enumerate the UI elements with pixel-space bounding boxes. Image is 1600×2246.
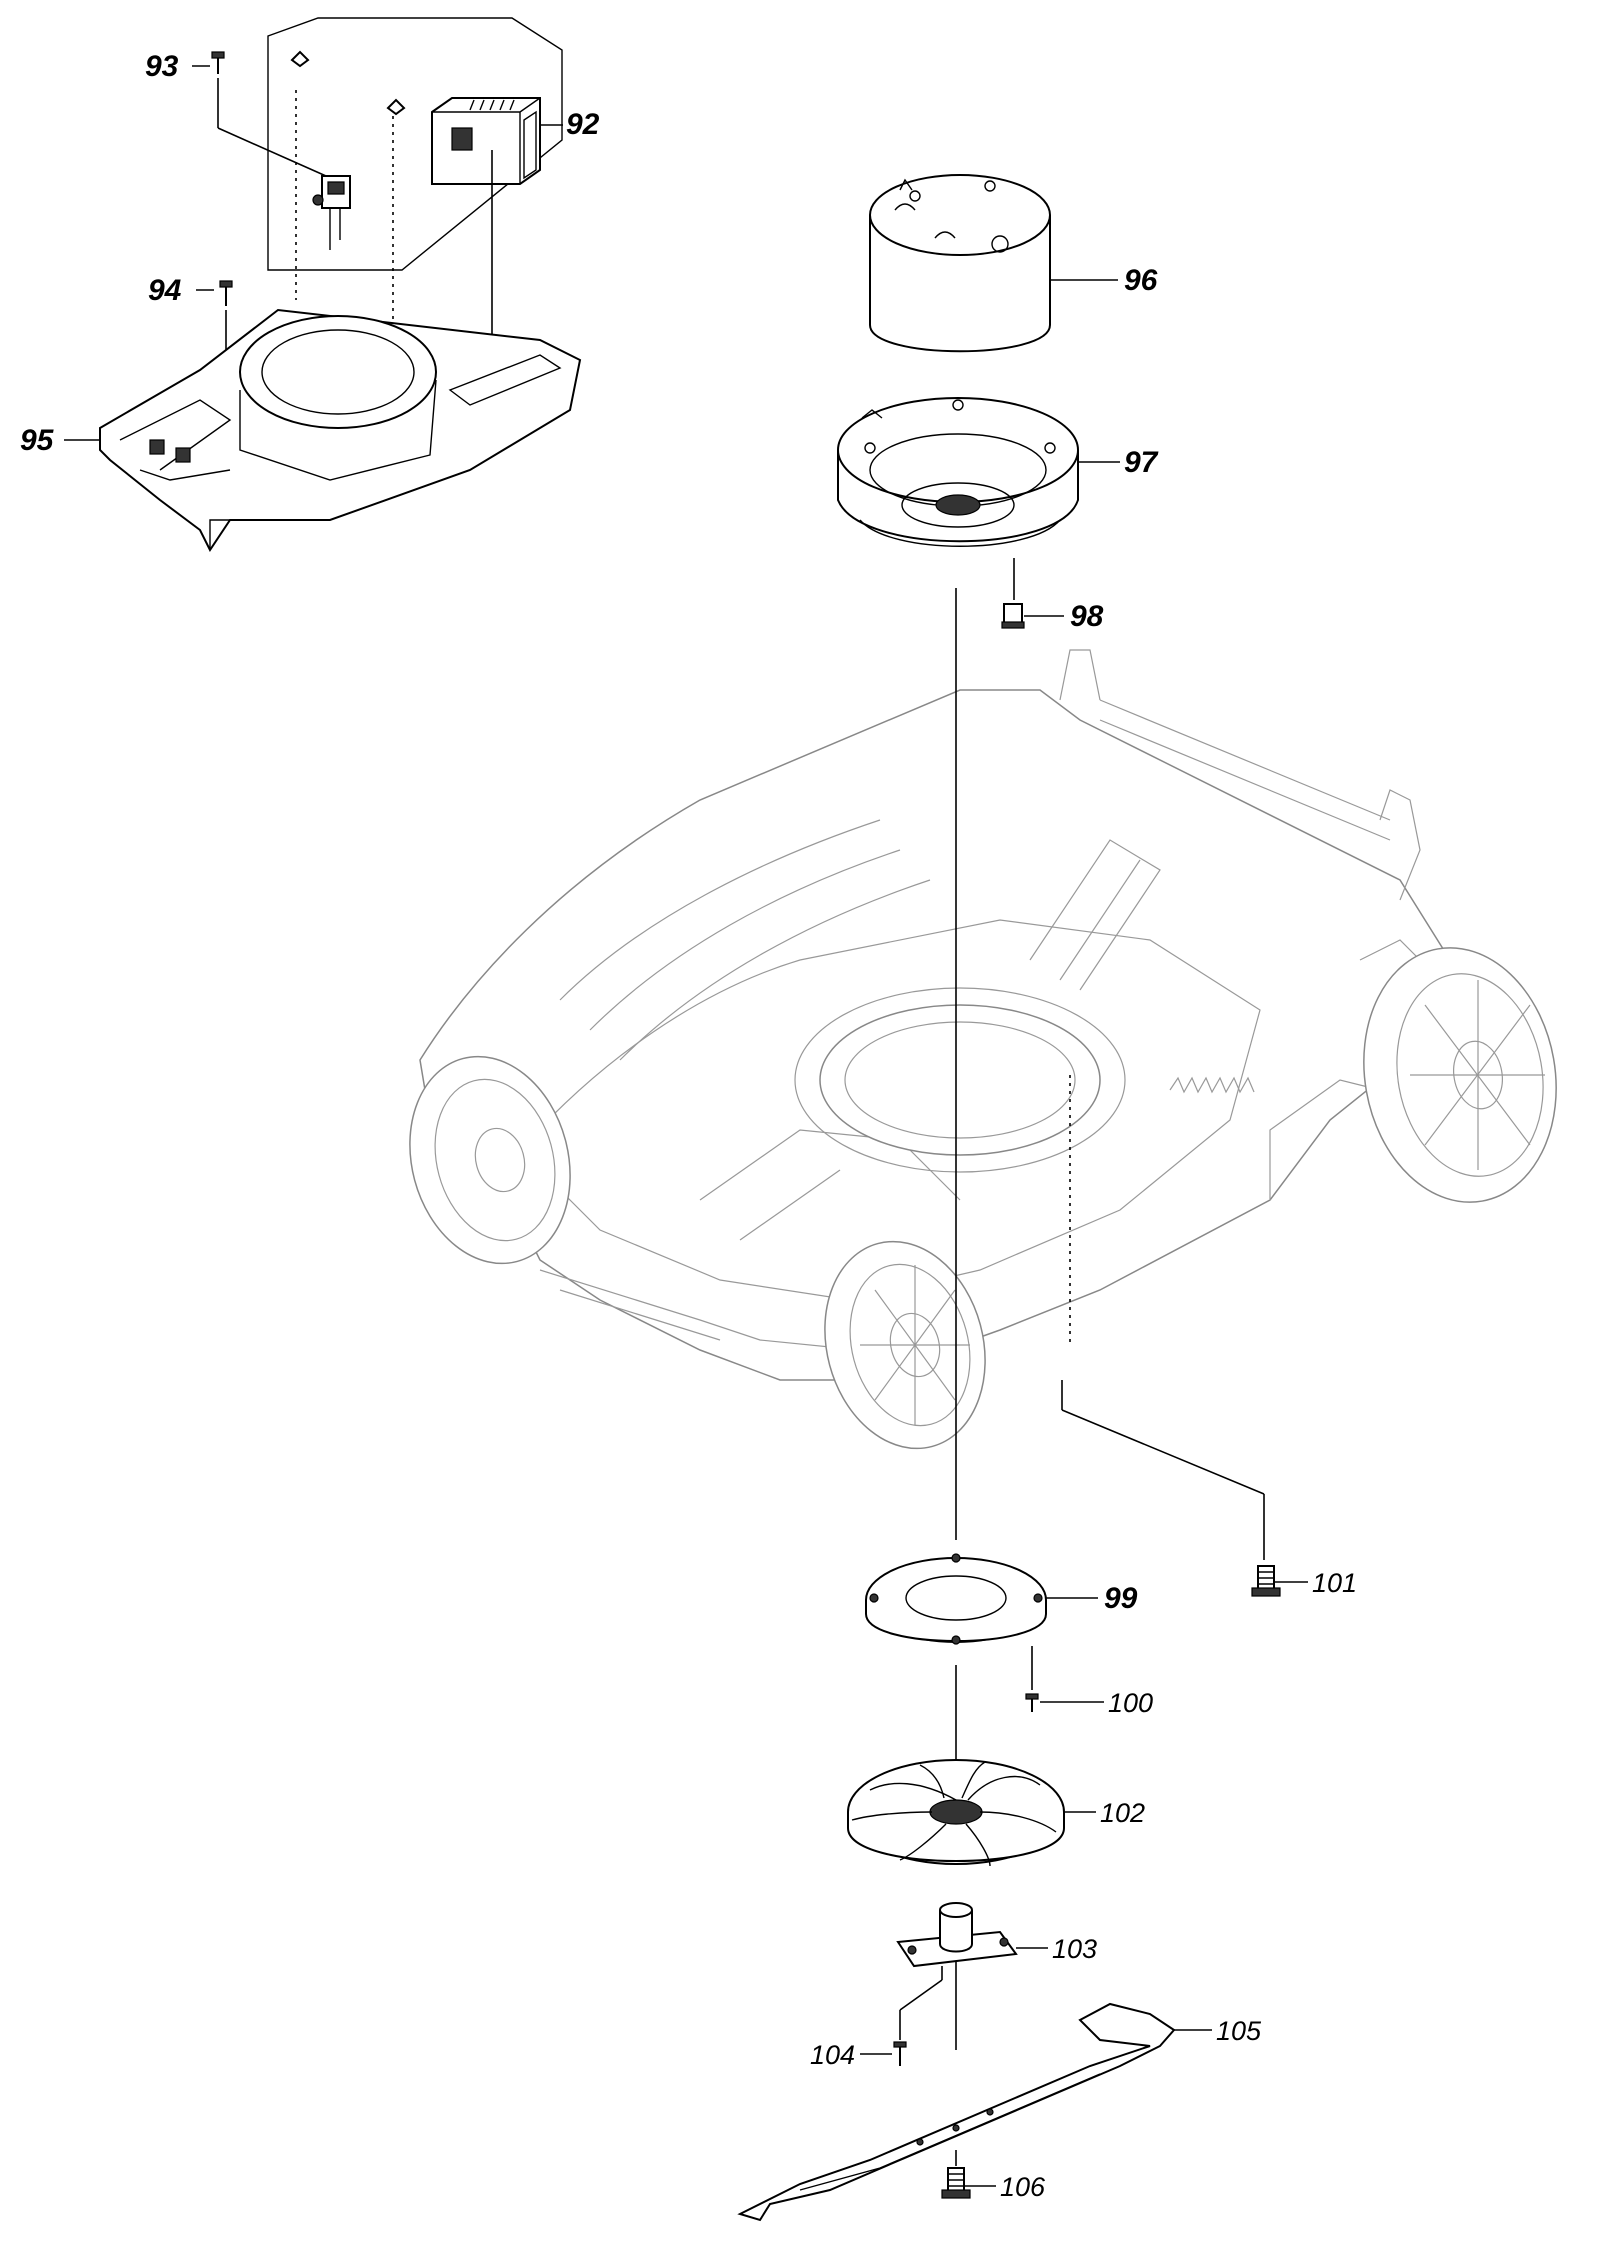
part-94-screw[interactable] [219,280,233,306]
part-101-bolt[interactable] [1251,1565,1281,1597]
label-part-96: 96 [1124,264,1158,297]
label-part-106: 106 [1000,2172,1046,2202]
part-95-housing[interactable] [99,308,582,552]
label-part-101: 101 [1312,1568,1357,1598]
part-104-screw[interactable] [893,2041,907,2066]
part-96-motor[interactable] [869,174,1051,353]
part-93-screw[interactable] [211,51,225,74]
mower-deck[interactable] [387,649,1575,1467]
label-part-94: 94 [148,274,182,307]
part-106-bolt[interactable] [941,2167,971,2199]
part-105-blade[interactable] [737,2002,1176,2222]
label-part-104: 104 [810,2040,855,2070]
part-100-screw[interactable] [1025,1693,1039,1712]
label-part-95: 95 [20,424,55,457]
part-103-adapter[interactable] [896,1902,1018,1968]
label-part-93: 93 [145,50,179,83]
label-part-100: 100 [1108,1688,1153,1718]
part-98-bolt[interactable] [1001,603,1025,629]
label-part-103: 103 [1052,1934,1097,1964]
label-part-105: 105 [1216,2016,1262,2046]
label-part-92: 92 [566,108,600,141]
part-93-switch[interactable] [312,175,351,250]
label-part-98: 98 [1070,600,1104,633]
part-99-washer[interactable] [865,1553,1047,1645]
electronics-inset [267,17,563,271]
inset-pin-left [290,50,310,68]
inset-pin-right [386,98,406,116]
part-102-fan[interactable] [847,1759,1065,1867]
label-part-99: 99 [1104,1582,1138,1615]
part-92-controller[interactable] [431,97,541,185]
part-97-flange[interactable] [837,397,1079,547]
wheel-rear [1363,947,1557,1203]
label-part-97: 97 [1124,446,1159,479]
label-part-102: 102 [1100,1798,1145,1828]
wheel-front-left [409,1055,571,1265]
wheel-front-right [824,1240,986,1450]
